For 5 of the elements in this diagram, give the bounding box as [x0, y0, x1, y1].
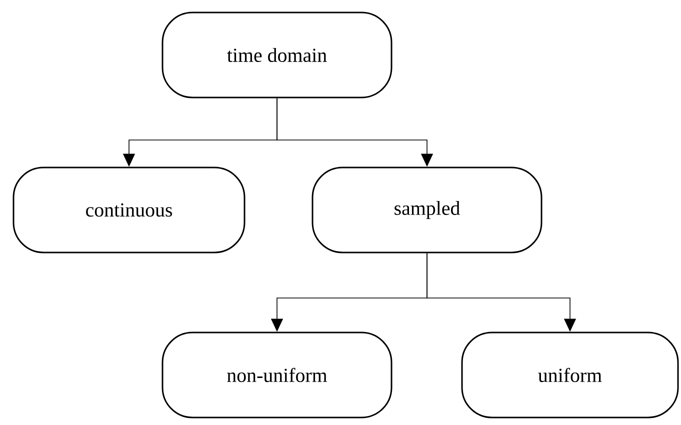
stadium-node: uniform [461, 332, 679, 418]
stadium-node: non-uniform [162, 332, 392, 418]
stadium-node: sampled [312, 166, 542, 254]
stadium-node: continuous [12, 166, 246, 254]
stadium-node: time domain [162, 12, 392, 98]
